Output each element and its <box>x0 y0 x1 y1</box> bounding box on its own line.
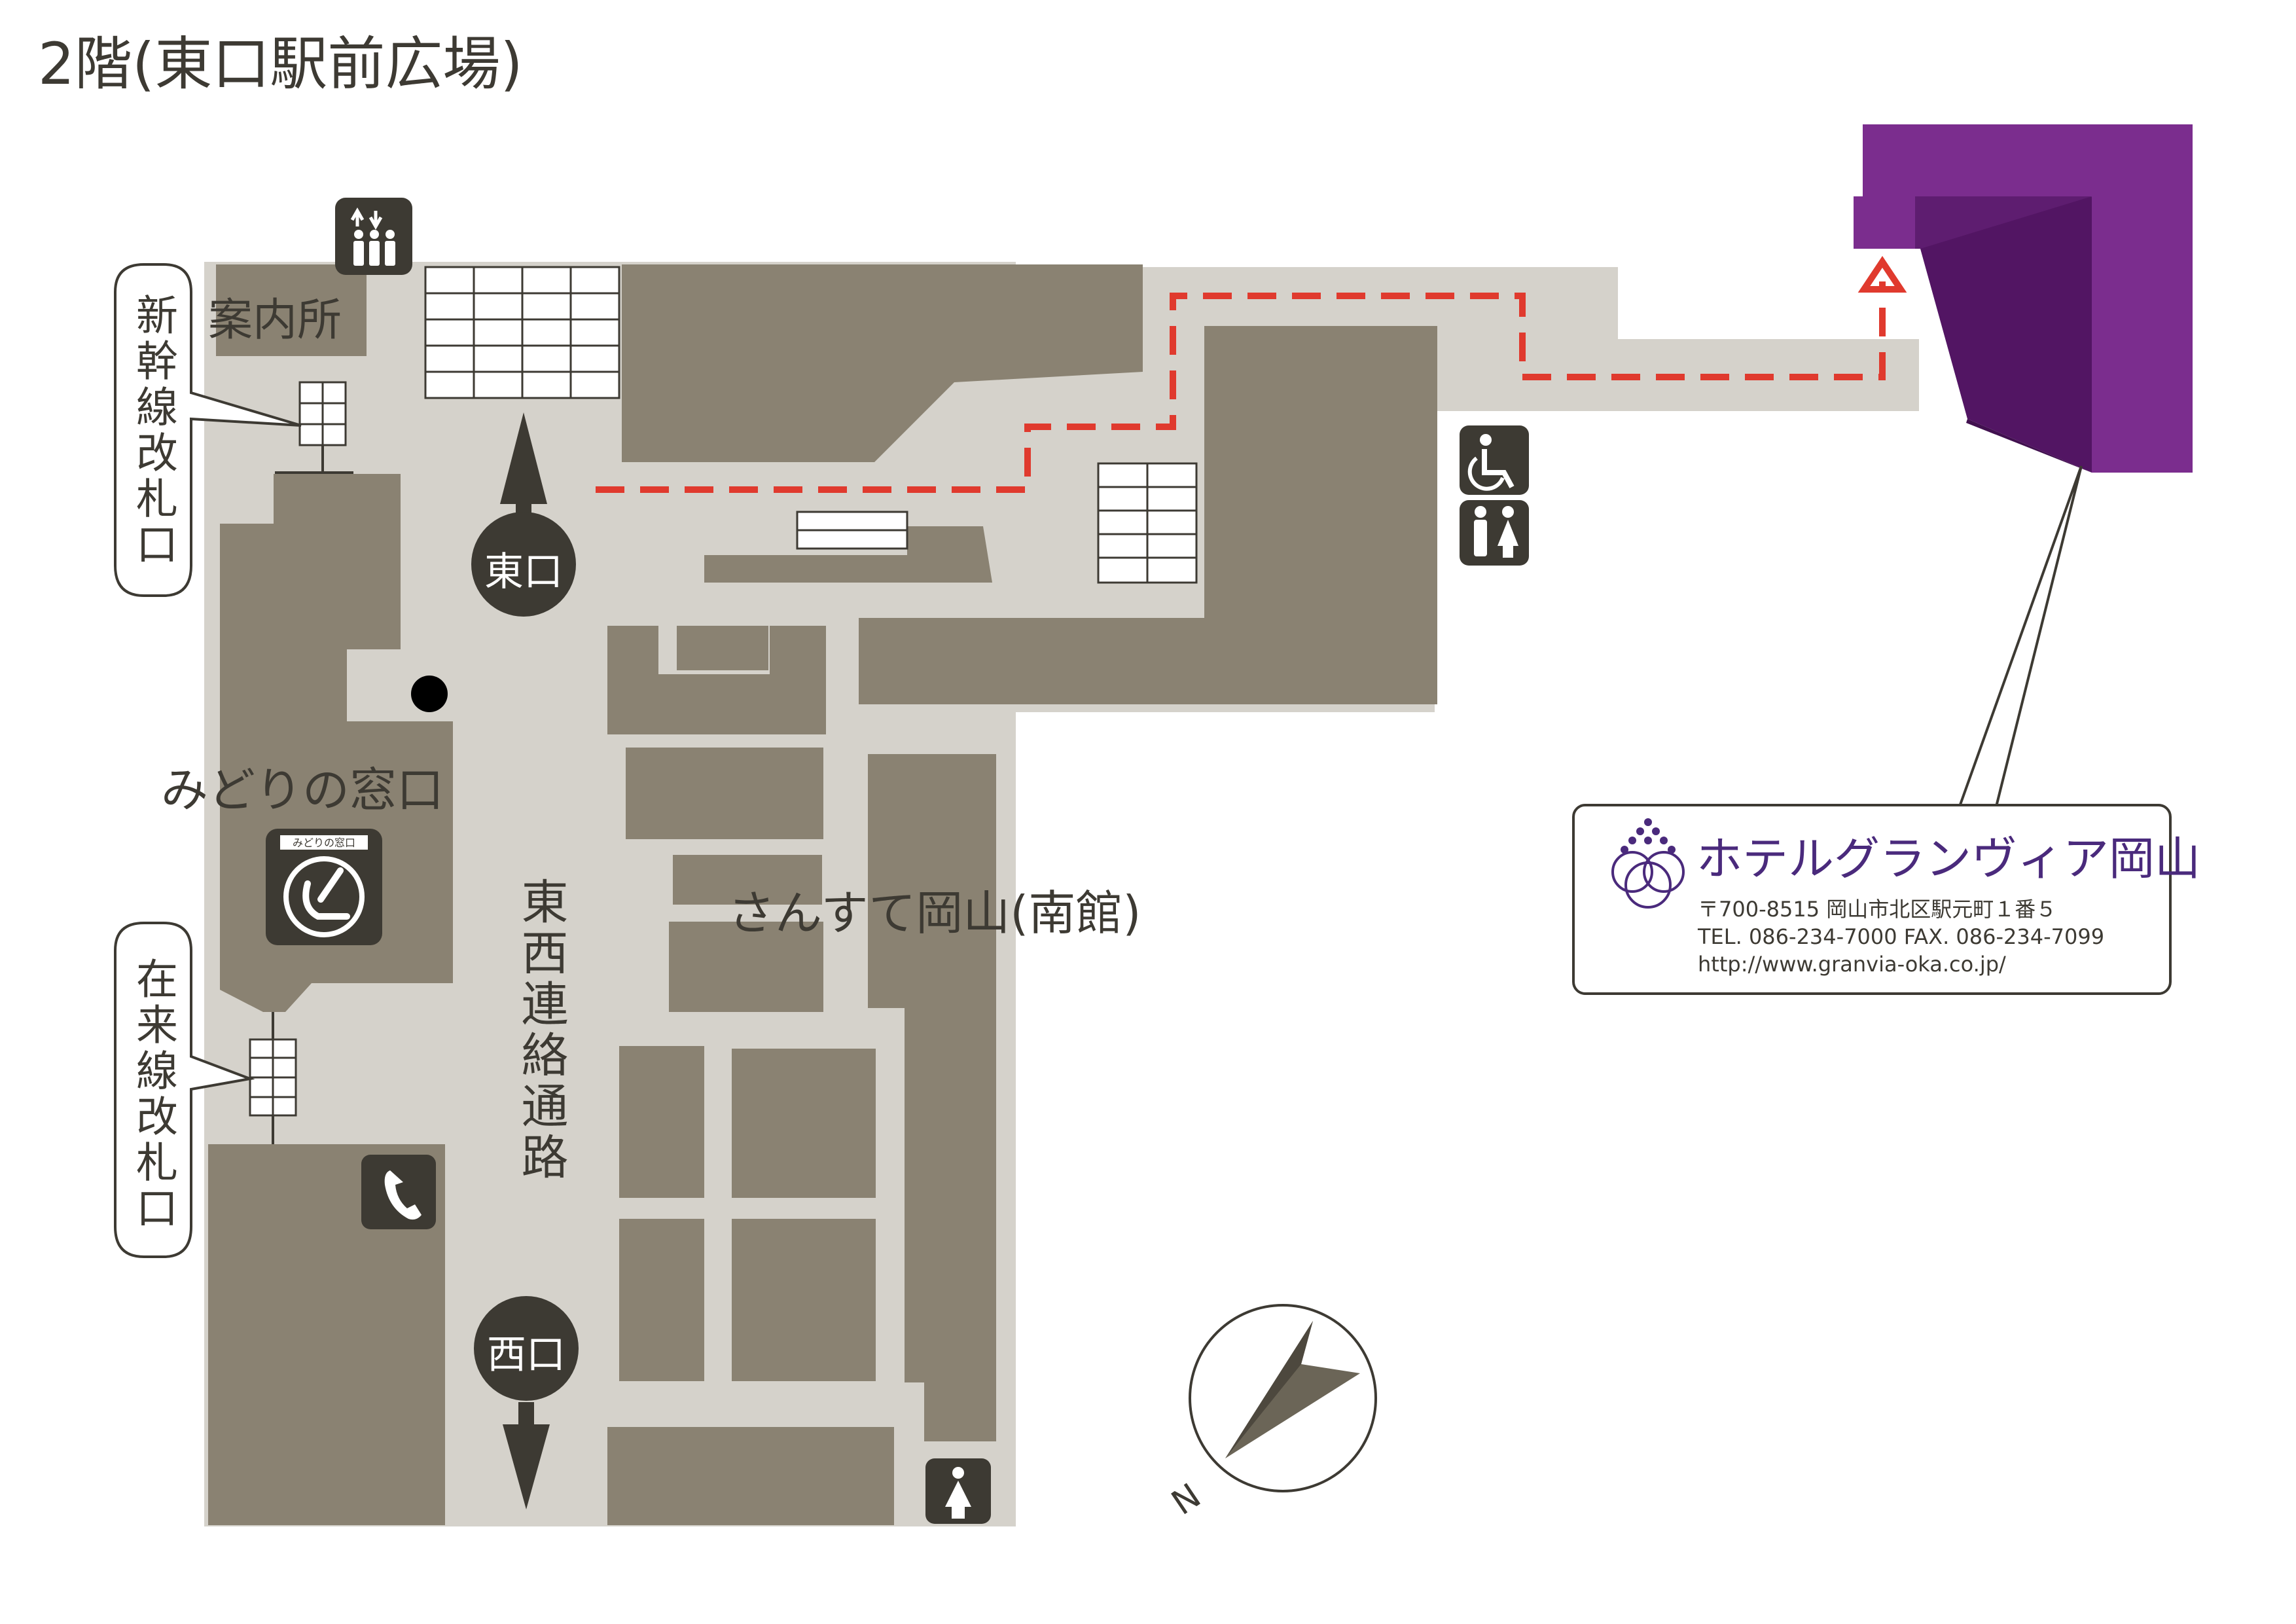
midori-icon-caption: みどりの窓口 <box>293 837 355 849</box>
hotel-address: 〒700-8515 岡山市北区駅元町１番５ <box>1698 897 2056 922</box>
north-arrow-icon <box>1225 1321 1360 1458</box>
midori-window-label: みどりの窓口 <box>161 763 444 818</box>
route-to-hotel <box>596 281 1886 493</box>
west-exit-label: 西口 <box>487 1332 565 1378</box>
hotel-tel: TEL. 086-234-7000 FAX. 086-234-7099 <box>1697 924 2104 949</box>
hotel-building <box>1854 124 2193 473</box>
bubble-fill <box>118 288 188 1232</box>
compass-icon: N <box>1165 1304 1377 1523</box>
gate-lines <box>272 445 353 1144</box>
west-exit-marker: 西口 <box>474 1296 579 1509</box>
east-exit-marker: 東口 <box>471 412 576 617</box>
east-exit-label: 東口 <box>484 549 563 595</box>
wheelchair-icon <box>1460 425 1529 495</box>
north-label: N <box>1165 1476 1208 1523</box>
elevator-icon <box>335 198 412 275</box>
shinkansen-gate-label: 新幹線改札口 <box>129 293 177 568</box>
zairaisen-gate-label: 在来線改札口 <box>129 957 177 1232</box>
hotel-callout-pointer <box>1958 465 2083 807</box>
location-dot <box>411 676 448 712</box>
route-arrow-head <box>1857 255 1907 293</box>
passage-label: 東西連絡通路 <box>513 877 568 1183</box>
sunste-label: さんすて岡山(南館) <box>728 886 1141 941</box>
restroom-icon <box>1460 500 1529 566</box>
hotel-info-box: ホテルグランヴィア岡山 〒700-8515 岡山市北区駅元町１番５ TEL. 0… <box>1572 804 2200 995</box>
page-title: 2階(東口駅前広場) <box>38 30 523 98</box>
reserved-seat-machine-icon: みどりの窓口 <box>266 829 382 945</box>
info-center-label: 案内所 <box>208 295 342 346</box>
hotel-logo-icon <box>1611 818 1685 909</box>
hotel-url: http://www.granvia-oka.co.jp/ <box>1698 952 2006 977</box>
stairs-grid <box>249 266 1198 1117</box>
telephone-icon <box>361 1155 436 1229</box>
womens-restroom-icon <box>925 1458 991 1524</box>
hotel-name: ホテルグランヴィア岡山 <box>1696 832 2200 886</box>
